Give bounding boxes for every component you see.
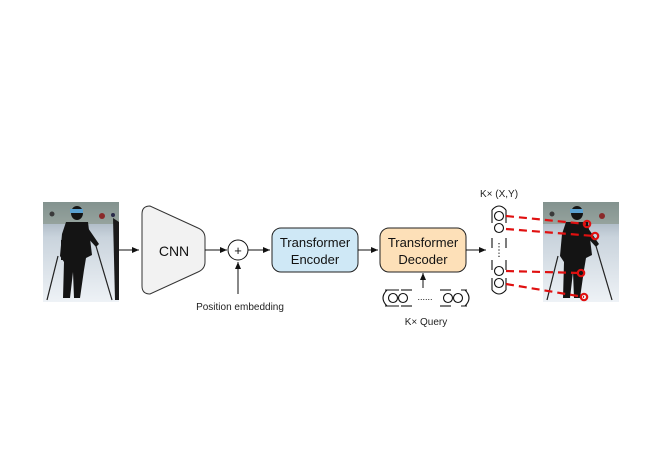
query-circle	[387, 292, 399, 304]
query-ellipsis: ......	[417, 292, 432, 302]
decoder-label-line2: Decoder	[398, 252, 448, 267]
output-point	[493, 277, 505, 289]
position-embedding-label: Position embedding	[196, 302, 284, 313]
output-point	[493, 222, 505, 234]
add-node: +	[227, 239, 249, 261]
keypoint-link	[505, 227, 595, 238]
keypoint-marker	[579, 292, 589, 302]
query-circle	[442, 292, 454, 304]
query-set	[382, 289, 470, 307]
cnn-label: CNN	[159, 243, 189, 259]
transformer-decoder-block: Transformer Decoder	[379, 227, 467, 273]
keypoint-link	[505, 282, 585, 299]
plus-icon: +	[234, 243, 242, 258]
skier-figure	[60, 206, 99, 298]
query-label: K× Query	[405, 317, 448, 328]
query-circle	[452, 292, 464, 304]
keypoint-link	[505, 214, 587, 226]
cnn-block: CNN	[141, 205, 206, 295]
output-label: K× (X,Y)	[480, 189, 518, 200]
keypoint-marker	[582, 219, 592, 229]
output-point	[493, 265, 505, 277]
transformer-encoder-block: Transformer Encoder	[271, 227, 359, 273]
keypoint-links	[505, 214, 600, 302]
encoder-label-line2: Encoder	[291, 252, 340, 267]
output-coordinates	[491, 205, 507, 295]
output-point	[493, 210, 505, 222]
encoder-label-line1: Transformer	[280, 235, 351, 250]
input-photo	[43, 202, 119, 302]
query-circle	[397, 292, 409, 304]
skier-figure	[560, 206, 599, 298]
decoder-label-line1: Transformer	[388, 235, 459, 250]
keypoint-marker	[576, 268, 586, 278]
output-photo	[543, 202, 619, 302]
keypoint-marker	[590, 231, 600, 241]
